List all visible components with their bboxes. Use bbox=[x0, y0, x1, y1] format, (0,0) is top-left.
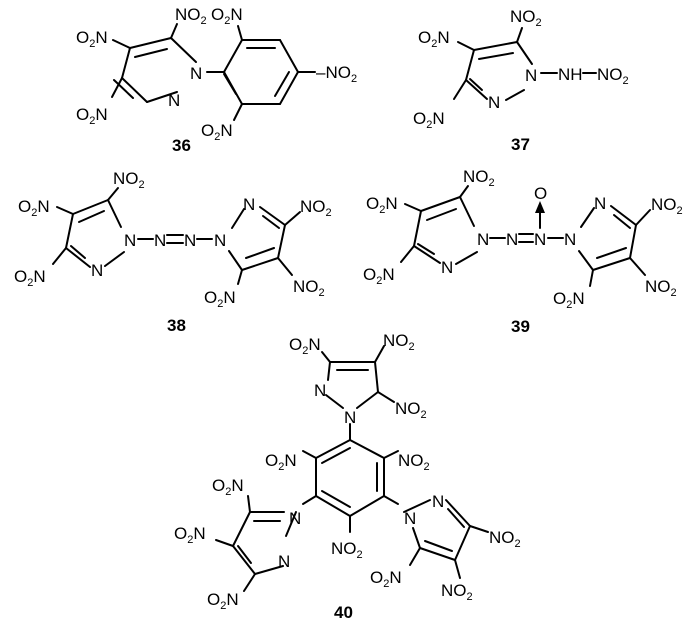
nitro-label: O2N bbox=[366, 194, 398, 216]
compound-id-39: 39 bbox=[511, 317, 530, 336]
nitro-label: NO2 bbox=[175, 5, 207, 27]
n2-atom-label: N bbox=[278, 552, 290, 571]
n1-atom-label: N bbox=[564, 230, 576, 249]
nitro-label: NO2 bbox=[395, 399, 427, 421]
n2-atom-label: N bbox=[441, 258, 453, 277]
nitro-label: O2N bbox=[289, 335, 321, 357]
nitro-label: NO2 bbox=[300, 197, 332, 219]
n1-atom-label: N bbox=[124, 231, 136, 250]
n1-atom-label: N bbox=[289, 509, 301, 528]
nitro-label: NO2 bbox=[383, 331, 415, 353]
nitro-label: NO2 bbox=[645, 277, 677, 299]
compound-id-36: 36 bbox=[172, 136, 191, 155]
nitro-label: O2N bbox=[265, 451, 297, 473]
n1-atom-label: N bbox=[404, 509, 416, 528]
nitro-label: NO2 bbox=[651, 195, 683, 217]
n-triazene-label: N bbox=[506, 230, 518, 249]
nitro-label: NO2 bbox=[510, 7, 542, 29]
compound-40: N N N N N N O2N NO2 NO2 O2N NO2 NO2 O2N … bbox=[174, 331, 521, 622]
n2-atom-label: N bbox=[243, 195, 255, 214]
nitro-label: NO2 bbox=[398, 451, 430, 473]
compound-36: N N NO2 O2N O2N –NO2 O2N O2N 36 bbox=[76, 5, 357, 155]
nitro-label: O2N bbox=[76, 28, 108, 50]
nitro-label: NO2 bbox=[441, 581, 473, 603]
nitro-label: O2N bbox=[207, 590, 239, 612]
nitro-label: O2N bbox=[174, 524, 206, 546]
nitro-label: O2N bbox=[418, 28, 450, 50]
nitro-label: NO2 bbox=[489, 528, 521, 550]
nitro-label: O2N bbox=[204, 288, 236, 310]
compound-39: N N N N N N O NO2 O2N O2N NO2 NO2 O2N 39 bbox=[363, 167, 683, 336]
nitro-label: O2N bbox=[212, 476, 244, 498]
nitro-label: NO2 bbox=[463, 167, 495, 189]
nitro-label: NO2 bbox=[293, 277, 325, 299]
nitro-label: NO2 bbox=[597, 65, 629, 87]
n-oxide-nitrogen-label: N bbox=[534, 230, 546, 249]
nitro-label: O2N bbox=[553, 289, 585, 311]
nitro-label: NO2 bbox=[113, 169, 145, 191]
compound-id-37: 37 bbox=[511, 135, 530, 154]
nitro-label: O2N bbox=[413, 109, 445, 131]
compound-id-40: 40 bbox=[334, 603, 353, 622]
n2-atom-label: N bbox=[314, 381, 326, 400]
nitro-label: O2N bbox=[370, 568, 402, 590]
compound-38: N N N N N N NO2 O2N O2N NO2 NO2 O2N 38 bbox=[14, 169, 332, 335]
n2-atom-label: N bbox=[488, 93, 500, 112]
n2-atom-label: N bbox=[91, 261, 103, 280]
nitro-label: O2N bbox=[211, 5, 243, 27]
coordinate-arrow-icon bbox=[535, 201, 545, 213]
nh-label: NH bbox=[558, 65, 583, 84]
nitro-label: O2N bbox=[201, 121, 233, 143]
n1-atom-label: N bbox=[344, 408, 356, 427]
nitro-label: NO2 bbox=[331, 539, 363, 561]
nitro-label: O2N bbox=[18, 197, 50, 219]
oxide-oxygen-label: O bbox=[534, 184, 547, 203]
nitro-label: O2N bbox=[76, 105, 108, 127]
nitro-label: –NO2 bbox=[316, 63, 357, 85]
n1-atom-label: N bbox=[525, 66, 537, 85]
n2-atom-label: N bbox=[168, 91, 180, 110]
nitro-label: O2N bbox=[14, 267, 46, 289]
n1-atom-label: N bbox=[214, 231, 226, 250]
n-triazene-label: N bbox=[154, 231, 166, 250]
n2-atom-label: N bbox=[594, 194, 606, 213]
n1-atom-label: N bbox=[190, 64, 202, 83]
compound-37: N N NH NO2 O2N NO2 O2N 37 bbox=[413, 7, 629, 154]
nitro-label: O2N bbox=[363, 265, 395, 287]
compound-id-38: 38 bbox=[167, 316, 186, 335]
n-triazene-label: N bbox=[184, 231, 196, 250]
n1-atom-label: N bbox=[477, 230, 489, 249]
n2-atom-label: N bbox=[432, 492, 444, 511]
